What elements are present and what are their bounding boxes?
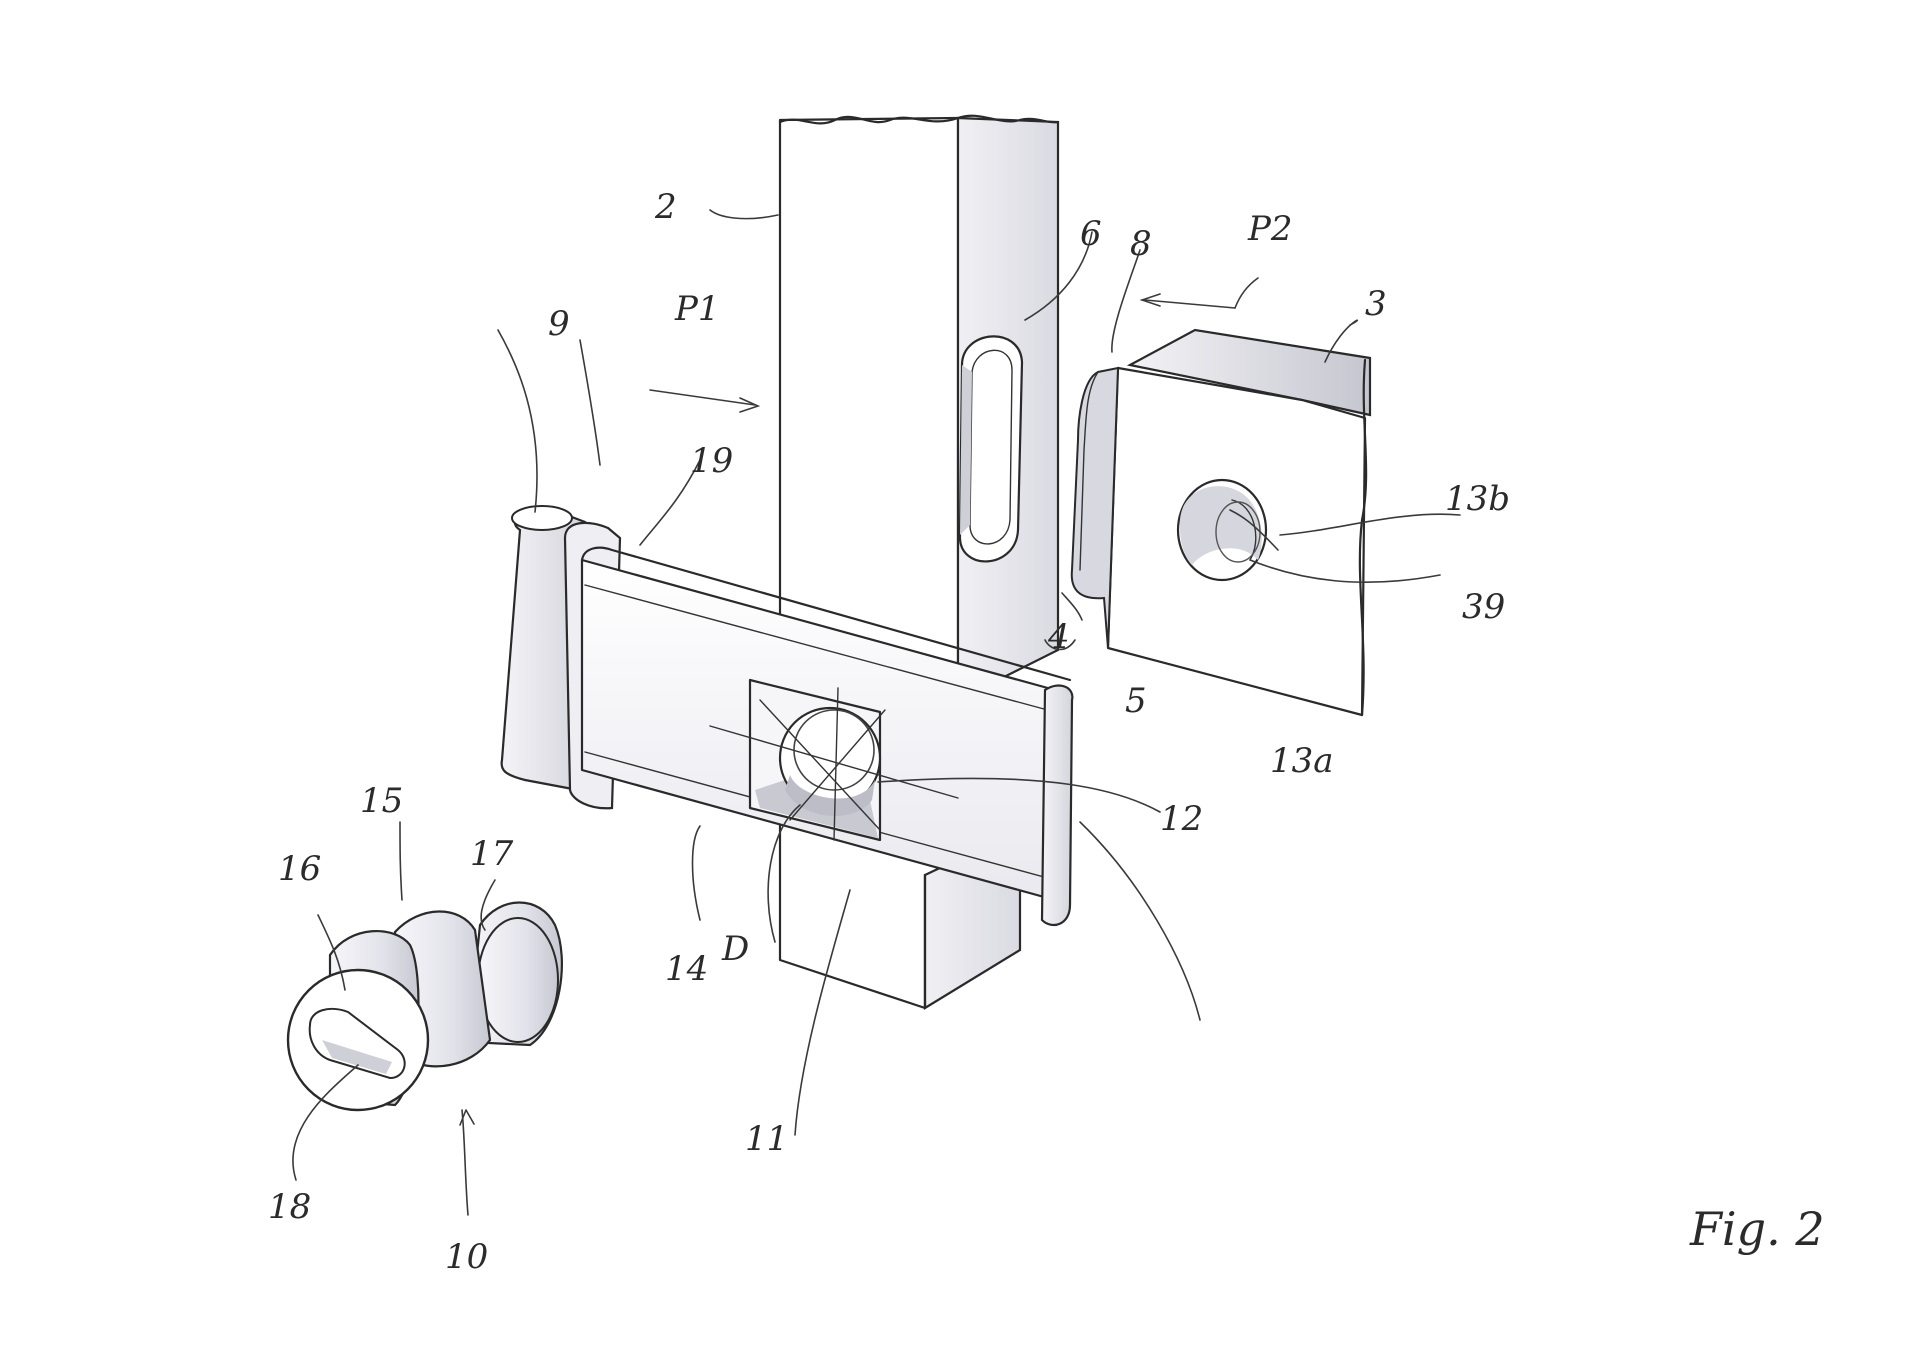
retention-bar-11: [500, 505, 1074, 927]
connector-block-3: [1070, 328, 1372, 717]
figure-label: Fig. 2: [1689, 1202, 1825, 1256]
label-P1: P1: [674, 289, 720, 329]
label-19: 19: [690, 441, 733, 481]
plug-insert-10: [286, 901, 563, 1112]
label-17: 17: [470, 834, 514, 874]
arrow-p2: [1139, 277, 1259, 309]
post-profile-2: [778, 114, 1060, 702]
label-D: D: [721, 929, 749, 969]
label-4: 4: [1047, 617, 1070, 657]
label-8: 8: [1130, 224, 1152, 264]
reference-labels: 2 3 4 5 6 8 9 10 11 12 13a 13b 14 15 16 …: [268, 187, 1825, 1277]
arrow-p1: [649, 389, 761, 413]
label-13a: 13a: [1270, 741, 1334, 781]
label-5: 5: [1125, 681, 1147, 721]
label-10: 10: [445, 1237, 488, 1277]
label-16: 16: [278, 849, 321, 889]
label-15: 15: [360, 781, 403, 821]
label-3: 3: [1365, 284, 1387, 324]
label-13b: 13b: [1445, 479, 1510, 519]
label-39: 39: [1462, 587, 1505, 627]
label-9: 9: [548, 304, 570, 344]
label-11: 11: [745, 1119, 788, 1159]
label-6: 6: [1080, 214, 1102, 254]
leader-lines: [292, 209, 1461, 1216]
label-12: 12: [1160, 799, 1203, 839]
label-2: 2: [654, 187, 677, 227]
label-P2: P2: [1247, 209, 1293, 249]
label-18: 18: [268, 1187, 311, 1227]
label-14: 14: [665, 949, 708, 989]
